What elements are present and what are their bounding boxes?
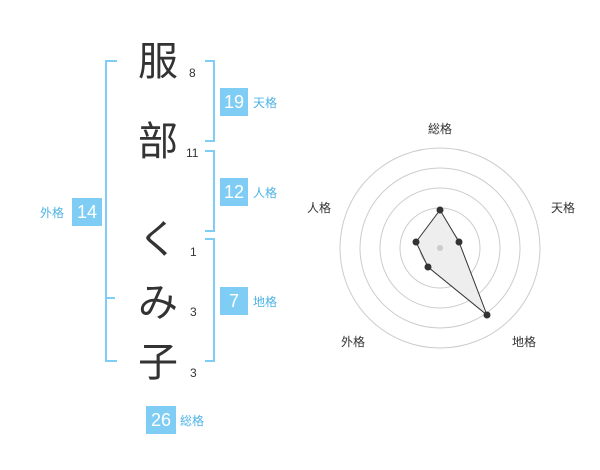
jinkaku-bracket (205, 150, 215, 232)
tenkaku-bracket (205, 60, 215, 142)
gaikaku-value: 14 (72, 198, 102, 226)
stroke-count-4: 3 (190, 305, 197, 319)
name-char-1: 服 (138, 39, 178, 85)
stroke-count-1: 8 (189, 66, 196, 80)
tenkaku-label: 天格 (253, 96, 278, 110)
jinkaku-value: 12 (220, 178, 248, 206)
gaikaku-label: 外格 (40, 206, 65, 220)
radar-point-soukaku (436, 206, 444, 214)
jinkaku-label: 人格 (253, 186, 278, 200)
radar-label-tenkaku: 天格 (551, 200, 575, 215)
chikaku-value: 7 (220, 287, 248, 315)
name-char-5: 子 (138, 340, 178, 386)
radar-label-soukaku: 総格 (428, 121, 452, 136)
gaikaku-bracket (105, 60, 117, 362)
stroke-count-2: 11 (186, 146, 199, 160)
stroke-count-5: 3 (190, 366, 197, 380)
radar-center-dot (437, 245, 443, 251)
radar-label-jinkaku: 人格 (307, 200, 331, 215)
radar-grid (339, 147, 541, 349)
gaikaku-bracket-tick (105, 297, 115, 299)
radar-ring-3 (379, 187, 501, 309)
chikaku-bracket (205, 238, 215, 362)
name-char-4: み (138, 280, 178, 326)
radar-point-chikaku (483, 311, 491, 319)
stroke-count-3: 1 (190, 245, 197, 259)
soukaku-label: 総格 (180, 414, 205, 428)
radar-label-chikaku: 地格 (512, 334, 536, 349)
soukaku-value: 26 (146, 406, 176, 434)
radar-ring-4 (359, 167, 521, 329)
name-char-2: 部 (138, 119, 178, 165)
tenkaku-value: 19 (220, 88, 248, 116)
radar-point-jinkaku (412, 238, 420, 246)
radar-point-gaikaku (424, 263, 432, 271)
radar-points (412, 206, 491, 319)
radar-area (415, 209, 489, 317)
radar-label-gaikaku: 外格 (341, 334, 365, 349)
radar-point-tenkaku (455, 238, 463, 246)
name-char-3: く (138, 217, 178, 263)
chikaku-label: 地格 (253, 295, 278, 309)
radar-ring-5 (339, 147, 541, 349)
